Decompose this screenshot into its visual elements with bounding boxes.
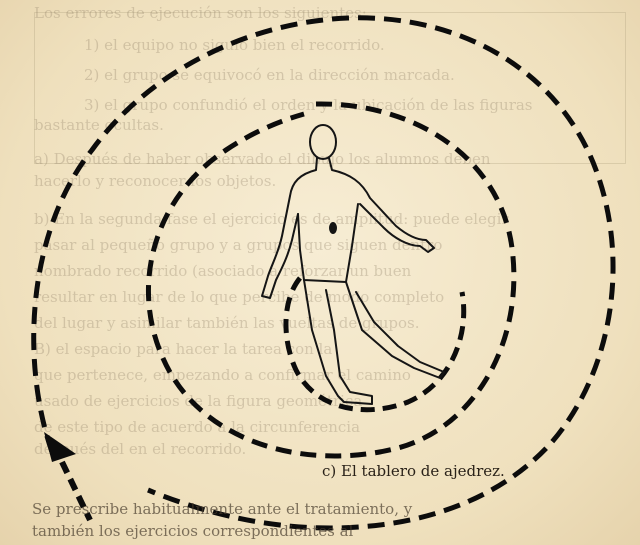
body-text-line: también los ejercicios correspondientes … [32, 522, 632, 541]
direction-arrowhead [44, 432, 76, 462]
human-figure [262, 125, 444, 404]
inner-dashed-spiral [286, 278, 464, 410]
body-text-line: Se prescribe habitualmente ante el trata… [32, 500, 632, 519]
outer-dashed-loop [34, 18, 613, 528]
figure-caption: c) El tablero de ajedrez. [322, 462, 505, 480]
figure-head [310, 125, 336, 159]
